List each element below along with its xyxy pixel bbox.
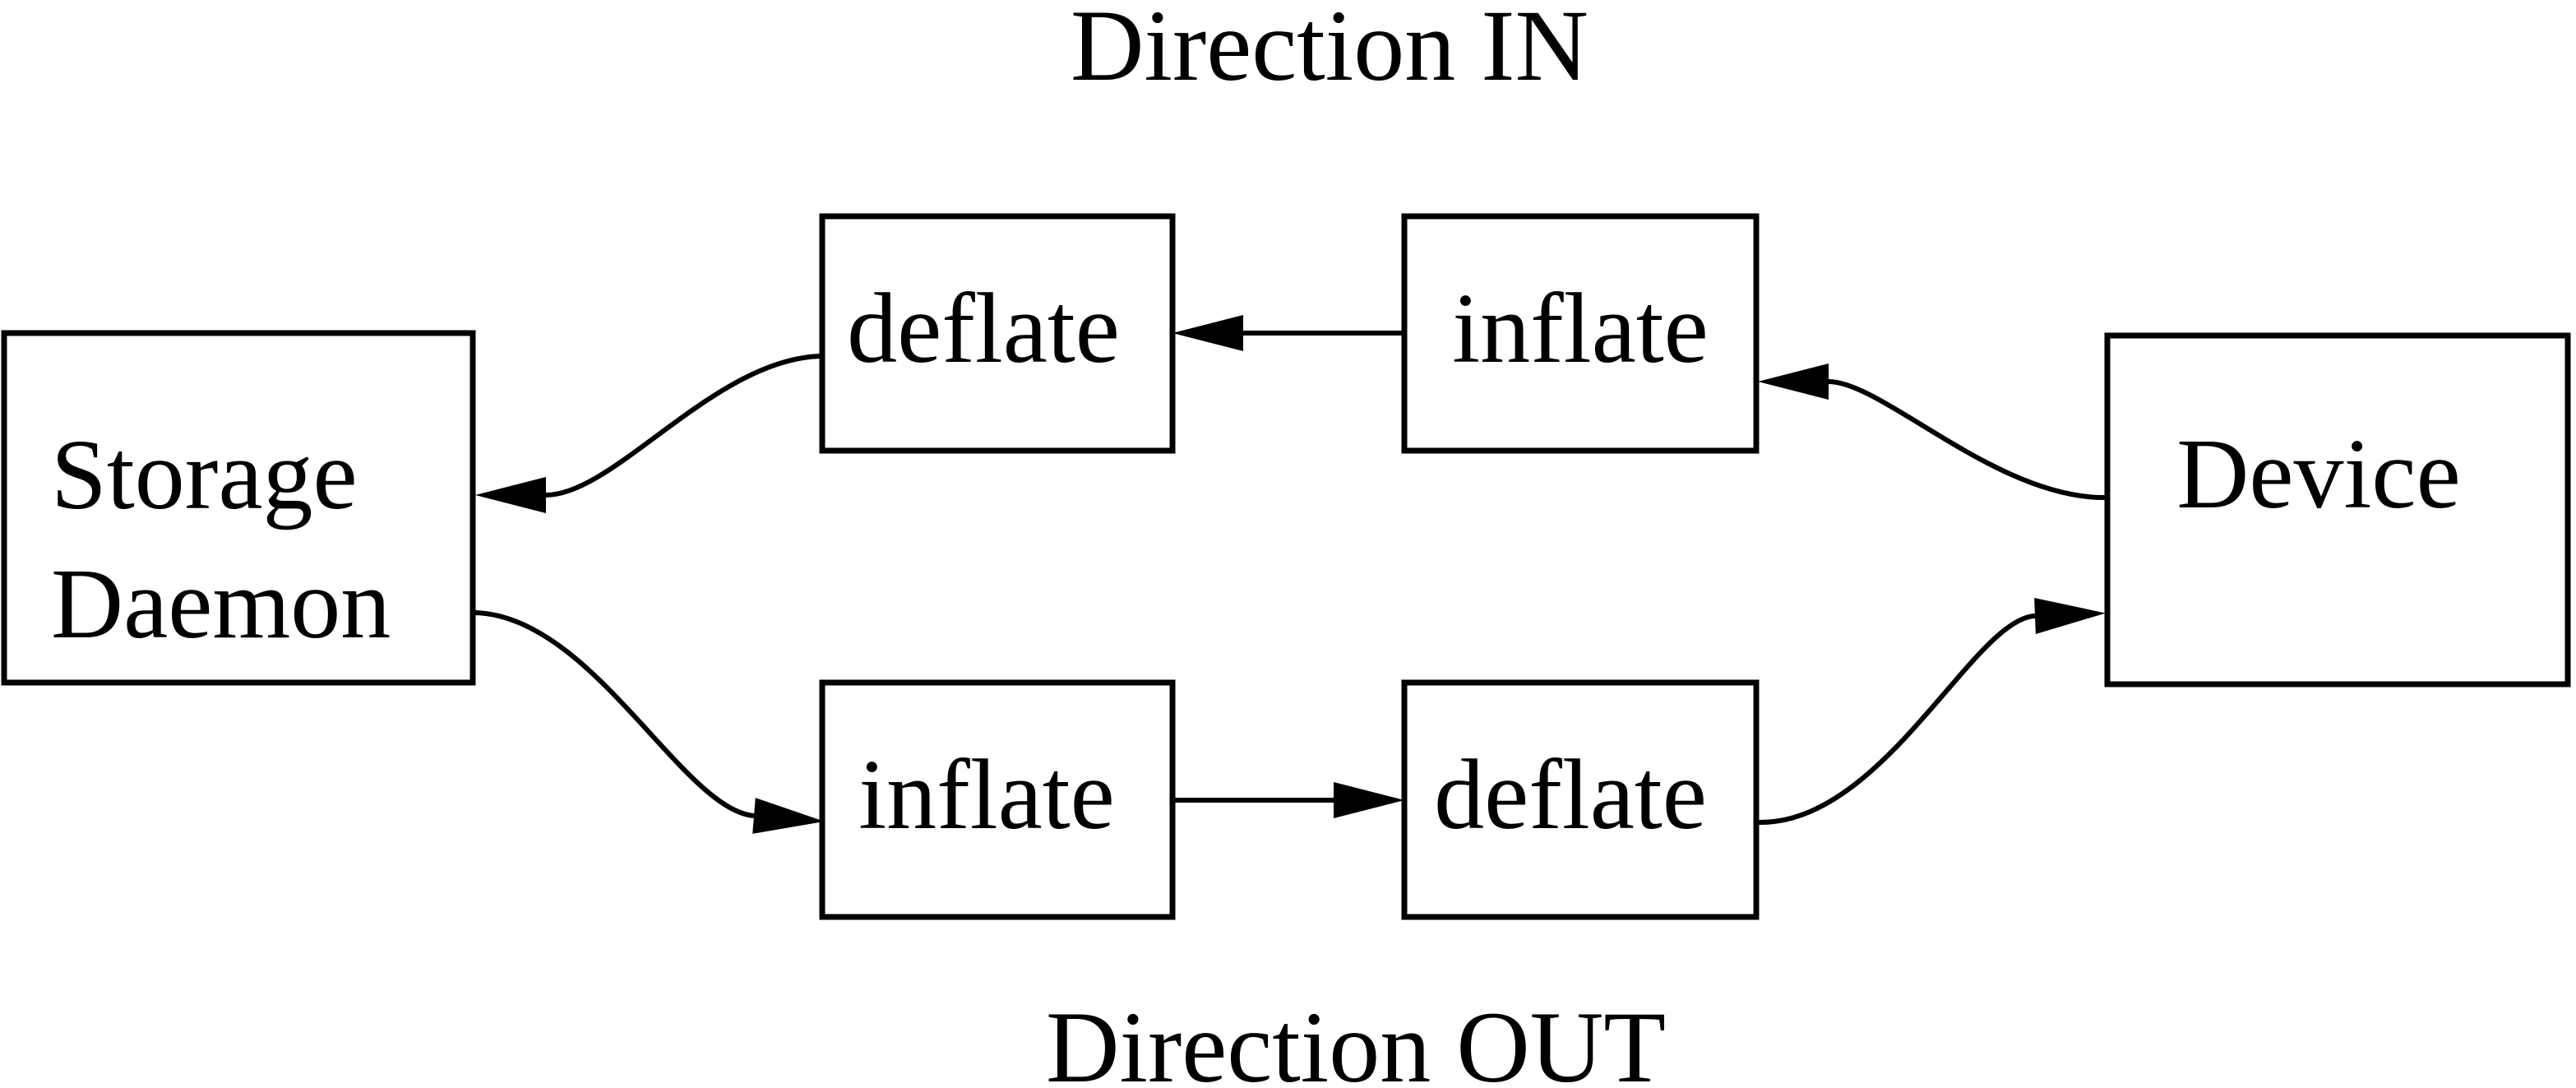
inflate-out-box — [819, 679, 1176, 920]
inflate-in-box — [1401, 213, 1760, 454]
node-deflate-out: deflate — [1401, 679, 1760, 920]
deflate-out-box — [1401, 679, 1760, 920]
storage-daemon-label-line1: Storage — [51, 419, 358, 530]
deflate-out-label: deflate — [1434, 739, 1707, 850]
node-storage-daemon: Storage Daemon — [1, 330, 476, 686]
deflate-in-box — [819, 213, 1176, 454]
storage-daemon-box — [1, 330, 476, 686]
node-deflate-in: deflate — [819, 213, 1176, 454]
inflate-out-label: inflate — [858, 739, 1115, 850]
node-device: Device — [2104, 332, 2571, 688]
deflate-in-label: deflate — [847, 273, 1120, 384]
node-group: Storage Daemon deflate inflate inflate d… — [1, 213, 2571, 920]
storage-daemon-label-line2: Daemon — [51, 549, 391, 660]
edge-deflate-out-to-device — [1756, 598, 2106, 826]
device-box — [2104, 332, 2571, 688]
node-inflate-in: inflate — [1401, 213, 1760, 454]
edge-device-to-inflate-in — [1758, 363, 2108, 501]
edge-group — [474, 315, 2108, 834]
direction-in-title: Direction IN — [1071, 0, 1589, 102]
node-inflate-out: inflate — [819, 679, 1176, 920]
direction-out-title: Direction OUT — [1046, 991, 1666, 1088]
edge-deflate-in-to-storage — [475, 354, 823, 513]
device-label: Device — [2176, 419, 2460, 530]
inflate-in-label: inflate — [1452, 273, 1709, 384]
edge-storage-to-inflate-out — [474, 610, 825, 834]
